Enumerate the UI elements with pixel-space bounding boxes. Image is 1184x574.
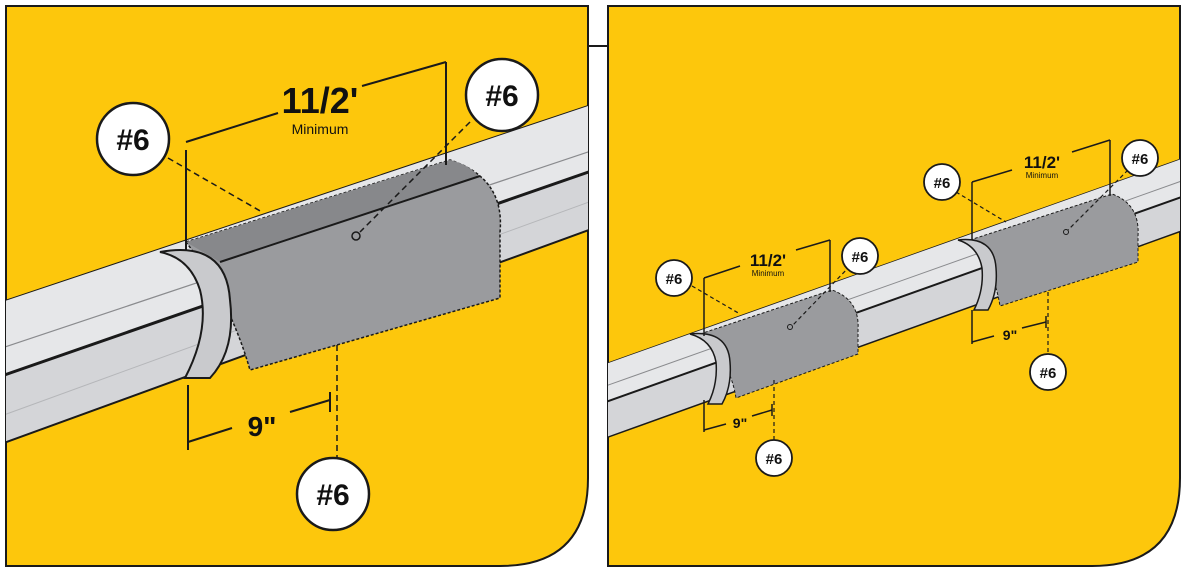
svg-text:#6: #6 [485,80,518,113]
right-offset-label-1: 9" [733,415,747,431]
left-callout-1: #6 [95,101,171,177]
right-span-sublabel-1: Minimum [752,269,785,278]
svg-text:#6: #6 [666,271,683,288]
right-callout-6: #6 [1029,353,1067,391]
right-callout-2: #6 [841,237,879,275]
left-span-dimension [185,61,447,250]
right-fastener-dot-2 [1063,229,1069,235]
right-joint-1 [689,332,732,405]
right-span-dimension-2 [971,139,1111,240]
left-callout-3: #6 [295,456,371,532]
right-span-label-1: 11/2' [750,251,786,270]
svg-text:#6: #6 [116,124,149,157]
left-fastener-dot [351,231,361,241]
right-span-dimension-1 [703,239,831,336]
right-panel: 11/2' Minimum 9" 11/2' Minimum 9" [607,5,1181,567]
svg-text:#6: #6 [766,451,783,468]
right-offset-label-2: 9" [1003,327,1017,343]
left-span-label: 11/2' [282,80,359,121]
left-span-sublabel: Minimum [292,121,349,137]
right-callout-1: #6 [655,259,693,297]
right-joint-2 [957,238,998,311]
right-span-sublabel-2: Minimum [1026,171,1059,180]
right-fastener-dot-1 [787,324,793,330]
left-callout-2: #6 [464,57,540,133]
left-panel: 11/2' Minimum 9" #6 #6 #6 [5,5,589,567]
right-sleeve-1 [699,289,859,399]
right-callout-5: #6 [1121,139,1159,177]
svg-text:#6: #6 [852,249,869,266]
right-callout-3: #6 [755,439,793,477]
right-span-label-2: 11/2' [1024,153,1060,172]
right-offset-dimension-1 [703,400,773,432]
left-joint [159,249,233,379]
right-offset-dimension-2 [971,310,1047,344]
svg-text:#6: #6 [316,479,349,512]
right-callout-4: #6 [923,163,961,201]
left-offset-label: 9" [248,411,277,442]
svg-text:#6: #6 [1040,365,1057,382]
svg-text:#6: #6 [934,175,951,192]
left-offset-dimension [187,385,331,450]
svg-text:#6: #6 [1132,151,1149,168]
